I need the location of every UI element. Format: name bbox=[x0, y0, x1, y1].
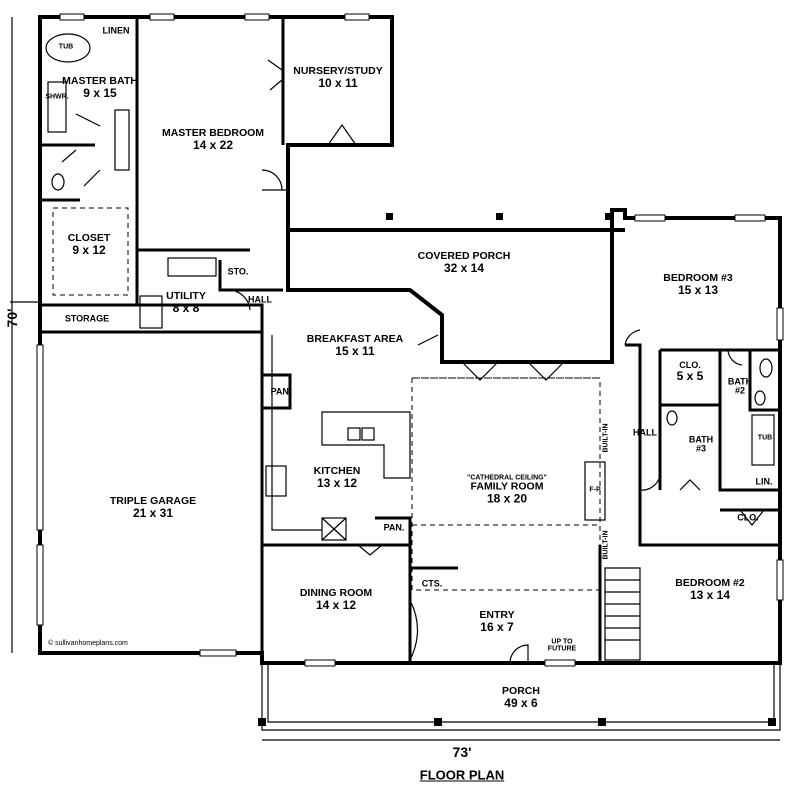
room-master-bath: MASTER BATH 9 x 15 bbox=[62, 76, 138, 100]
room-name: TRIPLE GARAGE bbox=[109, 495, 197, 508]
bath-2-number: #2 bbox=[734, 386, 746, 396]
dimension-width: 73' bbox=[452, 744, 472, 760]
room-name: NURSERY/STUDY bbox=[293, 65, 383, 78]
room-name: BEDROOM #3 bbox=[663, 272, 733, 285]
stairs bbox=[604, 567, 641, 661]
fireplace bbox=[584, 461, 606, 521]
room-bedroom-2: BEDROOM #2 13 x 14 bbox=[675, 578, 744, 602]
room-name: FAMILY ROOM bbox=[470, 480, 544, 493]
room-name: KITCHEN bbox=[313, 465, 361, 478]
room-dims: 15 x 13 bbox=[677, 283, 719, 298]
label-built-in-lower: BUILT-IN bbox=[602, 530, 610, 560]
label-storage: STORAGE bbox=[64, 313, 110, 324]
room-breakfast-area: BREAKFAST AREA 15 x 11 bbox=[307, 334, 403, 358]
open-plan-lines bbox=[52, 207, 601, 591]
room-name: CLOSET bbox=[67, 232, 111, 245]
room-name: UTILITY bbox=[166, 290, 206, 303]
room-porch: PORCH 49 x 6 bbox=[502, 686, 540, 710]
label-up-to-future: UP TO FUTURE bbox=[547, 638, 577, 653]
room-dims: 5 x 5 bbox=[676, 369, 704, 384]
room-name: MASTER BEDROOM bbox=[161, 127, 265, 140]
room-name: ENTRY bbox=[479, 609, 515, 622]
bath-fixtures bbox=[45, 33, 775, 466]
label-closet-bedroom-2: CLO. bbox=[737, 512, 759, 523]
room-dims: 9 x 15 bbox=[83, 86, 117, 101]
label-linen-right: LIN. bbox=[755, 476, 773, 487]
room-dims: 32 x 14 bbox=[443, 261, 485, 276]
room-closet-5x5: CLO. 5 x 5 bbox=[676, 359, 704, 384]
label-hall-right: HALL bbox=[633, 427, 657, 438]
room-bedroom-3: BEDROOM #3 15 x 13 bbox=[663, 273, 732, 297]
label-built-in-upper: BUILT-IN bbox=[602, 423, 610, 453]
room-dims: 14 x 22 bbox=[192, 138, 234, 153]
label-linen: LINEN bbox=[102, 25, 130, 36]
label-pantry-lower: PAN. bbox=[383, 522, 405, 533]
room-nursery-study: NURSERY/STUDY 10 x 11 bbox=[293, 66, 382, 90]
front-porch bbox=[258, 663, 781, 731]
room-dims: 49 x 6 bbox=[504, 696, 538, 711]
room-closet: CLOSET 9 x 12 bbox=[68, 233, 111, 257]
dimension-depth: 70' bbox=[4, 308, 20, 328]
room-covered-porch: COVERED PORCH 32 x 14 bbox=[418, 251, 511, 275]
room-entry: ENTRY 16 x 7 bbox=[479, 610, 514, 634]
label-cabinets: CTS. bbox=[421, 578, 443, 589]
interior-walls bbox=[40, 17, 780, 663]
room-name: DINING ROOM bbox=[299, 587, 373, 600]
room-note: "CATHEDRAL CEILING" bbox=[467, 474, 547, 482]
room-dims: 10 x 11 bbox=[318, 76, 358, 91]
room-dims: 8 x 8 bbox=[172, 301, 200, 316]
door-swings bbox=[10, 59, 765, 664]
room-dims: 21 x 31 bbox=[132, 506, 174, 521]
room-dims: 13 x 14 bbox=[689, 588, 731, 603]
room-triple-garage: TRIPLE GARAGE 21 x 31 bbox=[110, 496, 196, 520]
room-kitchen: KITCHEN 13 x 12 bbox=[314, 466, 361, 490]
label-tub-right: TUB bbox=[757, 434, 773, 442]
label-storage-sto: STO. bbox=[227, 266, 249, 277]
covered-porch-posts bbox=[386, 213, 612, 220]
windows bbox=[36, 13, 784, 667]
plan-title: FLOOR PLAN bbox=[419, 767, 505, 783]
room-name: MASTER BATH bbox=[62, 75, 138, 88]
credit-text: © sullivanhomeplans.com bbox=[48, 640, 128, 647]
label-bath-3: BATH #3 bbox=[688, 434, 714, 455]
room-master-bedroom: MASTER BEDROOM 14 x 22 bbox=[162, 128, 264, 152]
room-name: BEDROOM #2 bbox=[675, 577, 745, 590]
room-dims: 14 x 12 bbox=[315, 598, 357, 613]
label-pantry-upper: PAN. bbox=[270, 386, 292, 397]
room-dims: 18 x 20 bbox=[486, 491, 528, 506]
room-name: PORCH bbox=[502, 685, 540, 698]
room-dims: 16 x 7 bbox=[480, 620, 514, 635]
label-bath-2: BATH #2 bbox=[727, 376, 753, 397]
label-shower: SHWR. bbox=[45, 93, 69, 101]
room-family-room: "CATHEDRAL CEILING" FAMILY ROOM 18 x 20 bbox=[467, 475, 547, 506]
label-hall: HALL bbox=[248, 294, 272, 305]
room-dining-room: DINING ROOM 14 x 12 bbox=[300, 588, 372, 612]
room-utility: UTILITY 8 x 8 bbox=[166, 291, 206, 315]
bath-3-number: #3 bbox=[695, 444, 707, 454]
label-fireplace: F-P bbox=[589, 486, 601, 494]
room-dims: 15 x 11 bbox=[335, 344, 375, 359]
room-name: COVERED PORCH bbox=[417, 250, 511, 263]
label-tub: TUB bbox=[58, 43, 74, 51]
room-name: CLO. bbox=[679, 359, 701, 370]
room-name: BREAKFAST AREA bbox=[306, 333, 404, 346]
room-dims: 13 x 12 bbox=[316, 476, 358, 491]
bath-2-name: BATH bbox=[727, 376, 753, 387]
dimension-lines bbox=[11, 17, 780, 741]
kitchen-counters bbox=[265, 335, 347, 541]
utility-fixtures bbox=[139, 257, 217, 329]
bath-3-name: BATH bbox=[688, 434, 714, 445]
room-dims: 9 x 12 bbox=[72, 243, 106, 258]
kitchen-island bbox=[321, 411, 411, 479]
